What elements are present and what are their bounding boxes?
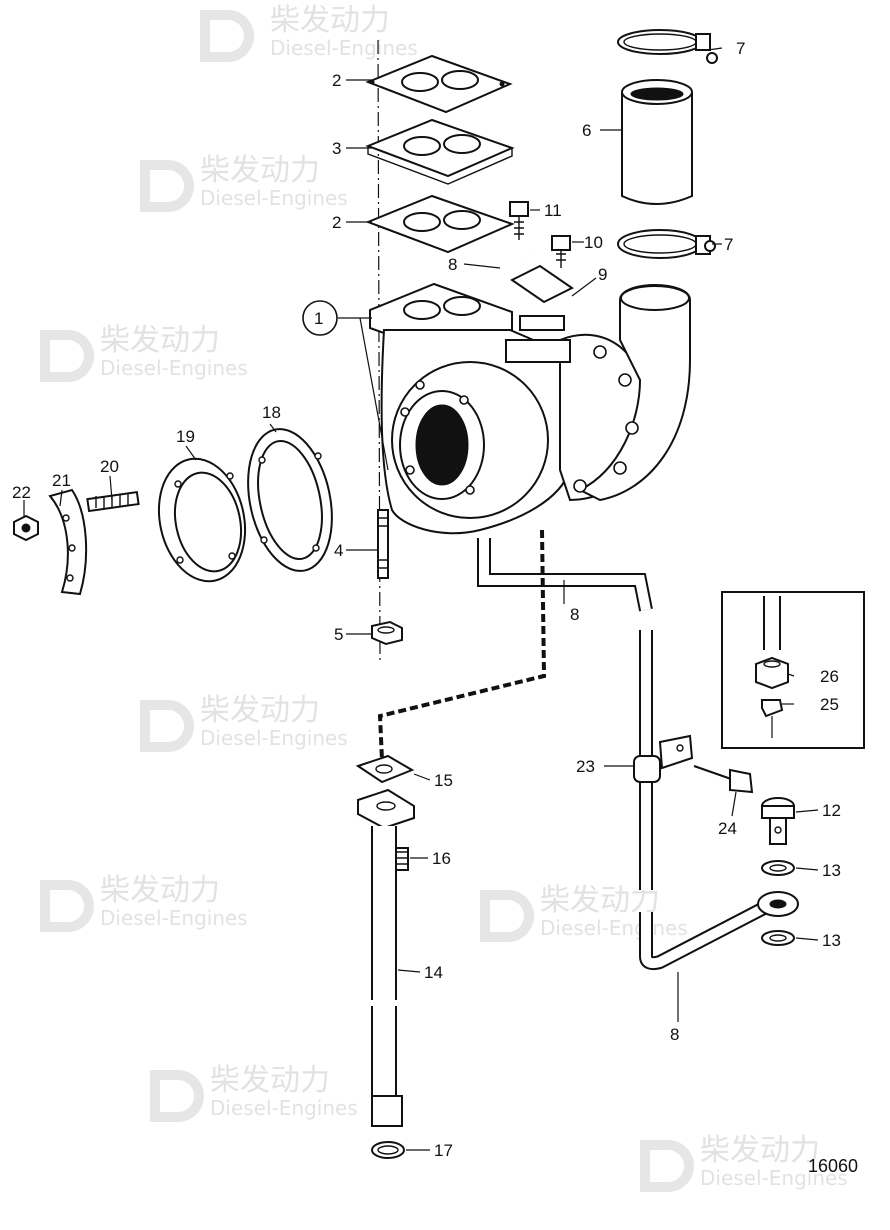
watermark-brand-cn: 柴发动力 <box>100 873 220 908</box>
callout-labels: 7 6 7 2 3 2 11 10 8 9 1 18 19 20 21 22 4… <box>12 39 841 1160</box>
callout-25: 25 <box>820 695 839 714</box>
seal-17 <box>371 1141 405 1159</box>
callout-18: 18 <box>262 403 281 422</box>
callout-19: 19 <box>176 427 195 446</box>
watermark-brand-en: Diesel-Engines <box>270 36 418 60</box>
watermark-brand-en: Diesel-Engines <box>100 906 248 930</box>
gasket-bottom <box>365 194 515 254</box>
callout-16: 16 <box>432 849 451 868</box>
nut-5 <box>371 620 403 646</box>
gasket-18 <box>247 428 333 572</box>
watermark-brand-en: Diesel-Engines <box>210 1096 358 1120</box>
hose-clamp-top <box>617 29 718 64</box>
watermark-brand-en: Diesel-Engines <box>700 1166 848 1190</box>
drawing-number: 16060 <box>808 1156 858 1176</box>
bracket-21 <box>48 488 88 596</box>
callout-11: 11 <box>544 201 562 220</box>
callout-24: 24 <box>718 819 737 838</box>
bolt-11 <box>509 201 529 240</box>
clip-23 <box>633 734 694 783</box>
callout-5: 5 <box>334 625 343 644</box>
detail-inset <box>721 591 865 749</box>
callout-2: 2 <box>332 71 341 90</box>
callout-7: 7 <box>736 39 745 58</box>
callout-8: 8 <box>670 1025 679 1044</box>
washer-13b <box>761 930 795 946</box>
oil-pipe-14 <box>371 826 403 1127</box>
watermark-brand-cn: 柴发动力 <box>100 323 220 358</box>
leader-lines <box>23 47 819 1151</box>
watermark-brand-cn: 柴发动力 <box>200 153 320 188</box>
callout-8: 8 <box>448 255 457 274</box>
callout-8: 8 <box>570 605 579 624</box>
callout-14: 14 <box>424 963 443 982</box>
callout-2: 2 <box>332 213 341 232</box>
bolt-10 <box>551 235 571 268</box>
nut-22 <box>13 514 39 542</box>
screw-20 <box>86 491 140 513</box>
callout-15: 15 <box>434 771 453 790</box>
callout-20: 20 <box>100 457 119 476</box>
watermark-brand-en: Diesel-Engines <box>200 186 348 210</box>
flange-19 <box>157 457 247 583</box>
watermark-brand-en: Diesel-Engines <box>100 356 248 380</box>
watermark-brand-cn: 柴发动力 <box>210 1063 330 1098</box>
callout-7: 7 <box>724 235 733 254</box>
watermark-layer: 柴发动力 Diesel-Engines 柴发动力 Diesel-Engines … <box>40 3 848 1192</box>
callout-9: 9 <box>598 265 607 284</box>
bolt-24 <box>693 765 754 794</box>
callout-23: 23 <box>576 757 595 776</box>
watermark-brand-cn: 柴发动力 <box>200 693 320 728</box>
hose-clamp-bottom <box>617 229 716 259</box>
flange-15a <box>355 754 415 784</box>
callout-12: 12 <box>822 801 841 820</box>
stud-16 <box>395 847 409 871</box>
callout-10: 10 <box>584 233 603 252</box>
callout-4: 4 <box>334 541 343 560</box>
callout-1-circle <box>302 300 338 336</box>
callout-26: 26 <box>820 667 839 686</box>
callout-1: 1 <box>314 309 323 328</box>
callout-13: 13 <box>822 931 841 950</box>
flange-15b <box>357 788 415 830</box>
watermark-brand-en: Diesel-Engines <box>540 916 688 940</box>
callout-21: 21 <box>52 471 71 490</box>
stud-4 <box>377 509 389 579</box>
banjo-fitting <box>757 891 799 917</box>
banjo-bolt-12 <box>761 797 795 845</box>
washer-13a <box>761 860 795 876</box>
pipe-route-dashed <box>377 529 547 761</box>
callout-3: 3 <box>332 139 341 158</box>
hose <box>621 79 693 205</box>
gasket-middle <box>365 118 515 185</box>
watermark-brand-cn: 柴发动力 <box>700 1133 820 1168</box>
callout-22: 22 <box>12 483 31 502</box>
callout-6: 6 <box>582 121 591 140</box>
callout-17: 17 <box>434 1141 453 1160</box>
callout-13: 13 <box>822 861 841 880</box>
pipe-flange <box>510 264 574 304</box>
turbocharger-body <box>369 282 691 535</box>
gasket-top <box>365 54 513 114</box>
watermark-brand-en: Diesel-Engines <box>200 726 348 750</box>
watermark-brand-cn: 柴发动力 <box>270 3 390 38</box>
